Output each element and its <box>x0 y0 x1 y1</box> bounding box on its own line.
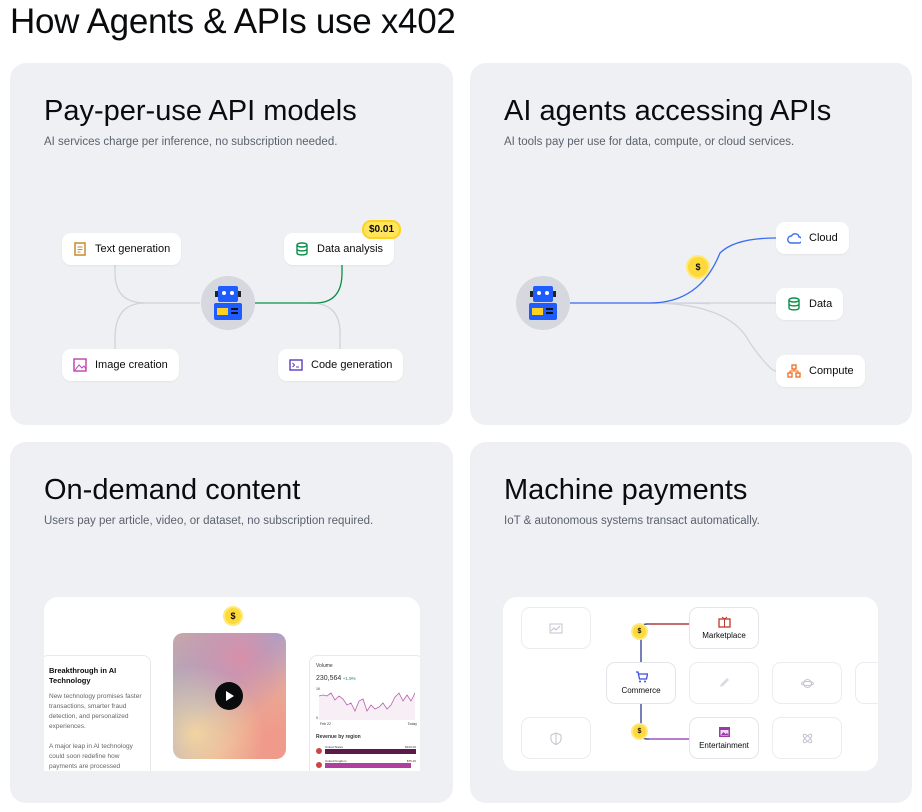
page-title: How Agents & APIs use x402 <box>10 2 456 41</box>
volume-label: Volume <box>316 663 333 669</box>
region-value: $75.20 <box>406 759 416 763</box>
connector-lines <box>570 237 777 372</box>
connector-lines <box>114 263 343 353</box>
gift-icon <box>717 616 731 628</box>
chip-code-generation: Code generation <box>278 349 404 381</box>
cart-icon <box>635 671 648 683</box>
coin-icon: $ <box>686 255 710 279</box>
tile-chart <box>521 607 591 649</box>
chip-compute: Compute <box>776 355 865 387</box>
card-subtitle: AI tools pay per use for data, compute, … <box>504 136 795 148</box>
flag-icon <box>316 748 322 754</box>
tile-atom <box>772 717 842 759</box>
media-icon <box>718 727 730 737</box>
image-icon <box>73 358 87 372</box>
region-title: Revenue by region <box>316 734 361 740</box>
chip-text-generation: Text generation <box>62 233 182 265</box>
robot-icon <box>214 286 242 320</box>
chip-label: Code generation <box>311 359 393 371</box>
chip-data: Data <box>776 288 844 320</box>
chip-cloud: Cloud <box>776 222 849 254</box>
robot-avatar <box>516 276 570 330</box>
tile-marketplace: Marketplace <box>689 607 759 649</box>
card-subtitle: IoT & autonomous systems transact automa… <box>504 515 760 527</box>
article-title: Breakthrough in AI Technology <box>49 666 117 685</box>
pencil-icon <box>720 678 729 687</box>
card-title: Pay-per-use API models <box>44 95 357 127</box>
article-card: Breakthrough in AI Technology New techno… <box>44 655 151 771</box>
coin-icon: $ <box>631 623 648 640</box>
region-value: $310.00 <box>405 745 416 749</box>
coin-icon: $ <box>631 723 648 740</box>
y-tick: 0 <box>316 716 318 720</box>
region-name: United Kingdom <box>325 759 347 763</box>
cloud-icon <box>787 231 801 245</box>
atom-icon <box>802 733 812 743</box>
device-grid: Marketplace Commerce Entertainment $ $ <box>503 597 878 771</box>
y-tick: 1K <box>316 687 321 691</box>
coin-icon: $ <box>223 606 243 626</box>
chip-label: Data analysis <box>317 243 384 255</box>
card-subtitle: Users pay per article, video, or dataset… <box>44 515 374 527</box>
article-paragraph: A major leap in AI technology could soon… <box>49 743 133 770</box>
chip-label: Text generation <box>95 243 171 255</box>
price-badge: $0.01 <box>362 220 402 239</box>
robot-icon <box>529 286 557 320</box>
shield-icon <box>550 731 562 745</box>
x-tick: Feb 22 <box>320 722 331 726</box>
chip-label: Compute <box>809 365 854 377</box>
robot-avatar <box>201 276 255 330</box>
chip-label: Data <box>809 298 833 310</box>
chip-label: Cloud <box>809 232 838 244</box>
tile-label: Marketplace <box>702 631 746 640</box>
card-subtitle: AI services charge per inference, no sub… <box>44 136 338 148</box>
x-tick: Today <box>407 722 417 726</box>
stats-card: Volume 230,564 +1.9% 1K 0 Feb 22 Today R… <box>309 655 420 771</box>
volume-change: +1.9% <box>342 676 356 681</box>
card-machine-payments: Machine payments IoT & autonomous system… <box>470 442 912 803</box>
flag-icon <box>316 762 322 768</box>
card-title: Machine payments <box>504 474 748 506</box>
card-title: On-demand content <box>44 474 301 506</box>
database-icon <box>787 297 801 311</box>
planet-icon <box>800 678 814 688</box>
region-name: United States <box>325 745 344 749</box>
volume-line-chart <box>319 692 415 720</box>
tile-globe <box>772 662 842 704</box>
tile-pencil <box>689 662 759 704</box>
database-icon <box>295 242 309 256</box>
volume-value: 230,564 <box>316 675 342 682</box>
document-icon <box>73 242 87 256</box>
content-preview: $ Breakthrough in AI Technology New tech… <box>44 597 420 771</box>
tile-commerce: Commerce <box>606 662 676 704</box>
chart-icon <box>549 623 563 633</box>
article-paragraph: New technology promises faster transacti… <box>49 693 142 730</box>
play-icon <box>226 691 234 701</box>
tile-label: Commerce <box>621 686 661 695</box>
tile-partial <box>855 662 878 704</box>
card-pay-per-use: Pay-per-use API models AI services charg… <box>10 63 453 425</box>
card-title: AI agents accessing APIs <box>504 95 832 127</box>
tile-label: Entertainment <box>699 741 749 750</box>
region-bar <box>325 749 416 754</box>
card-ai-agents: AI agents accessing APIs AI tools pay pe… <box>470 63 912 425</box>
tile-entertainment: Entertainment <box>689 717 759 759</box>
video-player[interactable] <box>173 633 286 759</box>
chip-image-creation: Image creation <box>62 349 179 381</box>
network-icon <box>787 364 801 378</box>
tile-shield <box>521 717 591 759</box>
play-button[interactable] <box>215 682 243 710</box>
chip-label: Image creation <box>95 359 168 371</box>
terminal-icon <box>289 358 303 372</box>
region-bar <box>325 763 411 768</box>
card-on-demand-content: On-demand content Users pay per article,… <box>10 442 453 803</box>
